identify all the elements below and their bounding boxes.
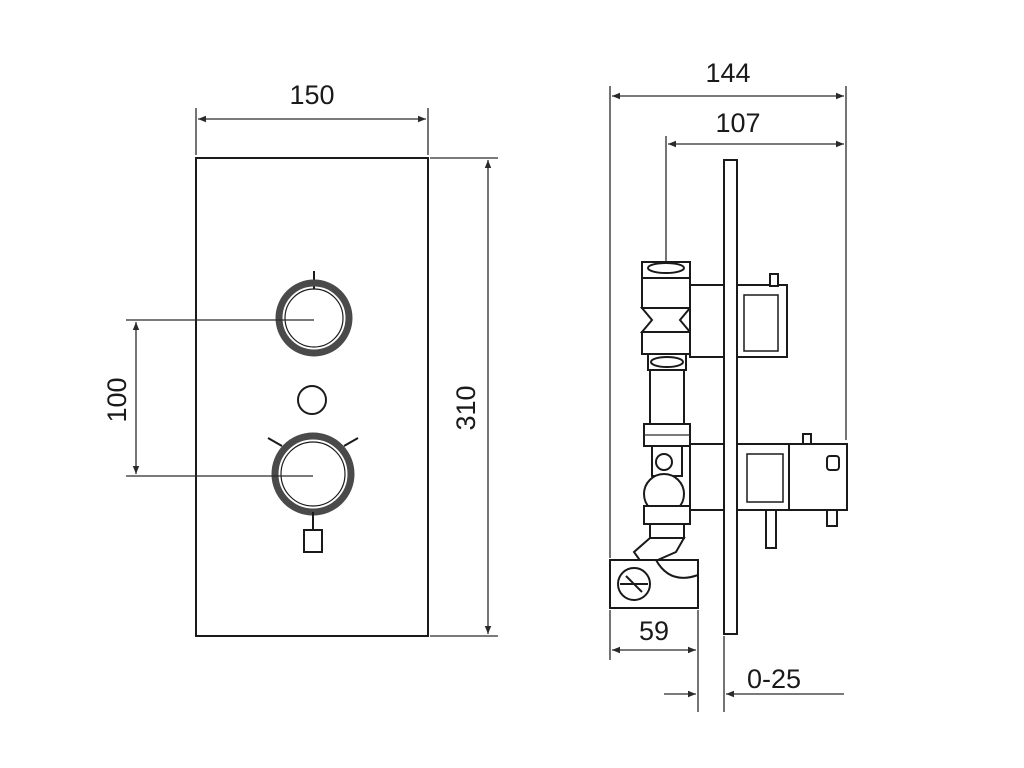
lower-control-knob xyxy=(267,432,359,553)
front-view: 150 310 100 xyxy=(102,80,498,637)
side-view: 144 107 xyxy=(609,58,848,712)
lower-valve-body xyxy=(689,433,848,549)
lower-outlet-fitting xyxy=(632,445,691,568)
height-dimension-label: 310 xyxy=(451,385,481,430)
bottom-valve-housing xyxy=(609,559,699,609)
upper-control-knob xyxy=(275,271,353,357)
spacing-dimension-label: 100 xyxy=(102,377,132,422)
body-depth-label: 107 xyxy=(715,108,760,138)
upper-inlet-fitting xyxy=(639,261,693,355)
wall-plate xyxy=(723,159,738,635)
valve-depth-label: 59 xyxy=(639,616,669,646)
middle-connector xyxy=(643,353,691,447)
overall-depth-label: 144 xyxy=(705,58,750,88)
upper-valve-body xyxy=(689,273,788,358)
center-indicator-button xyxy=(297,385,327,415)
width-dimension-label: 150 xyxy=(289,80,334,110)
faceplate-outline xyxy=(195,157,429,637)
adjustment-label: 0-25 xyxy=(747,664,801,694)
